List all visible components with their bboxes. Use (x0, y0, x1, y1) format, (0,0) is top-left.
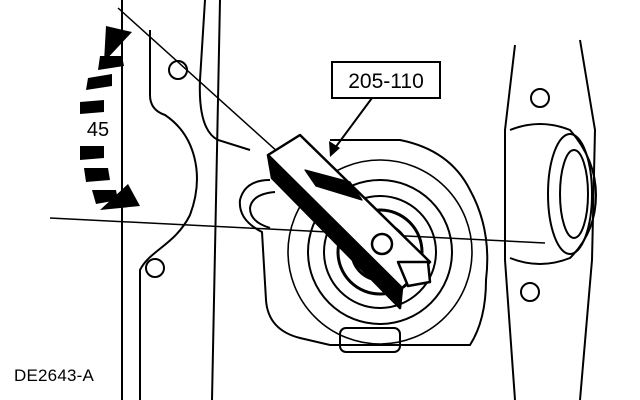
upper-left-bolt-hole (168, 60, 188, 80)
lower-left-bolt-hole (145, 258, 165, 278)
cam-housing (238, 139, 489, 353)
lower-right-bolt-hole (520, 282, 540, 302)
pulley-boss (509, 123, 598, 265)
right-casting-outline (504, 39, 597, 400)
reference-lines (49, 7, 546, 263)
rotation-angle-label: 45 (87, 119, 109, 141)
figure-id-label: DE2643-A (14, 366, 95, 385)
left-casting-outline (121, 0, 251, 400)
tool-pin-hole (370, 232, 394, 256)
special-tool-205-110 (266, 133, 432, 310)
housing-slot (339, 327, 401, 353)
upper-right-bolt-hole (530, 88, 550, 108)
tool-callout-box: 205-110 (331, 61, 441, 99)
rotation-arrow (80, 26, 140, 210)
rotation-arrow-head-top (104, 26, 132, 62)
tool-callout-label: 205-110 (348, 70, 424, 93)
rotation-arrow-head-bottom (100, 184, 140, 210)
callout-leader-arrow (329, 97, 373, 157)
